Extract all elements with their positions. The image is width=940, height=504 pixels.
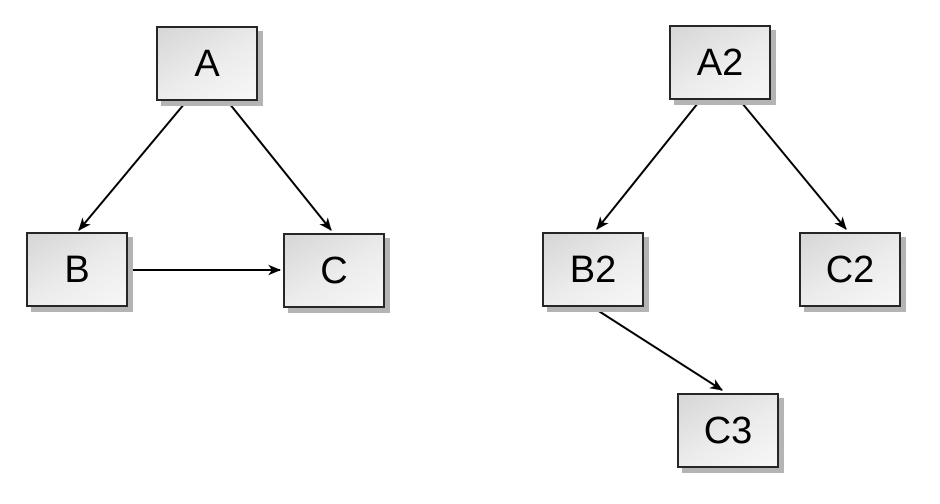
node-B2: B2 — [542, 232, 644, 307]
node-B: B — [26, 232, 128, 307]
node-label: C2 — [825, 248, 875, 291]
node-label: A2 — [696, 41, 744, 84]
edge-A-B — [78, 102, 186, 231]
edge-A2-C2 — [741, 102, 847, 230]
node-C3: C3 — [677, 393, 779, 468]
node-A: A — [156, 26, 258, 101]
node-label: B2 — [569, 248, 617, 291]
node-label: C3 — [703, 409, 753, 452]
edge-A-C — [228, 102, 332, 231]
node-label: A — [194, 42, 220, 85]
node-A2: A2 — [669, 25, 771, 100]
node-C: C — [283, 233, 385, 308]
edge-A2-B2 — [596, 102, 699, 230]
node-C2: C2 — [799, 232, 901, 307]
node-label: B — [64, 248, 90, 291]
node-label: C — [320, 249, 348, 292]
edge-B2-C3 — [593, 307, 723, 391]
